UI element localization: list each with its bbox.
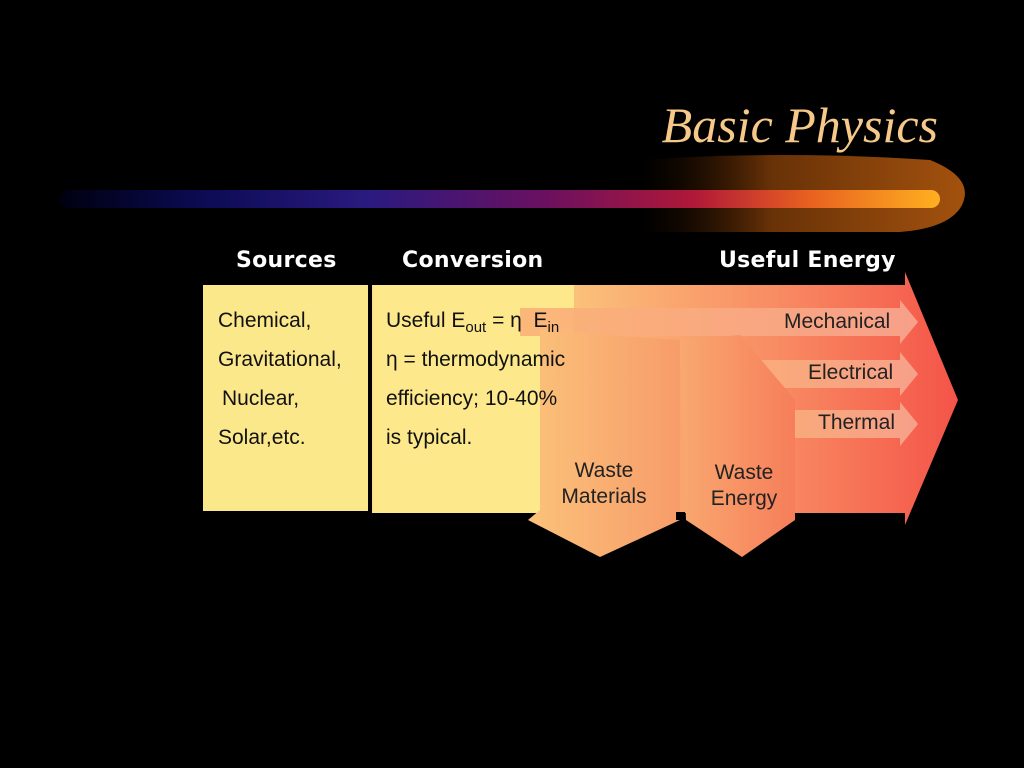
sources-box — [203, 285, 368, 511]
efficiency-equation: Useful Eout = η Ein — [386, 309, 560, 336]
sources-list: Chemical, Gravitational, Nuclear, Solar,… — [218, 301, 342, 457]
efficiency-range: efficiency; 10-40% — [386, 387, 558, 410]
source-item: Solar,etc. — [218, 426, 306, 449]
waste-junction-mark — [676, 512, 685, 520]
waste-energy-arrow — [680, 335, 795, 557]
source-item: Nuclear, — [222, 387, 300, 410]
source-item: Chemical, — [218, 309, 312, 332]
output-label-thermal: Thermal — [818, 411, 896, 434]
conversion-text: Useful Eout = η Ein η = thermodynamic ef… — [386, 301, 565, 457]
efficiency-note: is typical. — [386, 426, 473, 449]
efficiency-definition: η = thermodynamic — [386, 348, 566, 371]
slide-title: Basic Physics — [661, 97, 938, 153]
source-item: Gravitational, — [218, 348, 342, 371]
waste-materials-arrow — [528, 330, 680, 557]
waste-materials-label: Waste Materials — [561, 459, 647, 508]
waste-energy-label: Waste Energy — [710, 461, 778, 510]
mechanical-arrow — [520, 300, 918, 344]
output-label-mechanical: Mechanical — [784, 310, 891, 333]
header-useful-energy: Useful Energy — [719, 248, 896, 273]
header-sources: Sources — [236, 248, 337, 273]
header-conversion: Conversion — [402, 248, 544, 273]
output-label-electrical: Electrical — [808, 361, 894, 384]
